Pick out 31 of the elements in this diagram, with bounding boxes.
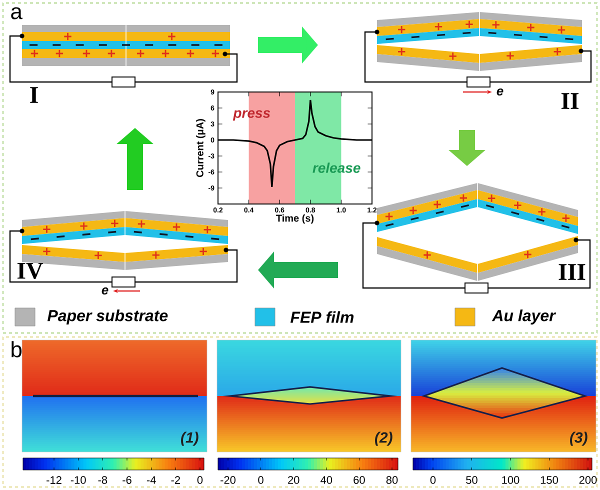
tick-label: 50 (466, 476, 478, 484)
legend-label: Au layer (492, 310, 556, 324)
stage-numeral: III (558, 264, 586, 280)
field-map: (1) (22, 340, 208, 452)
x-axis-title: Time (s) (276, 214, 314, 224)
tick-label: -4 (146, 476, 156, 484)
tick-label: -8 (98, 476, 108, 484)
electron-label: e (496, 88, 504, 96)
tick-label: 100 (502, 476, 520, 484)
tick-label: -12 (46, 476, 62, 484)
tick-label: 60 (354, 476, 365, 484)
tick-label: 200 (579, 476, 597, 484)
tick-label: 80 (386, 476, 398, 484)
field-map: (2) (216, 340, 402, 452)
stage-numeral: I (30, 87, 38, 103)
tick-label: 0 (197, 476, 203, 484)
tick-label: 0 (258, 476, 264, 484)
field-map: (3) (410, 340, 596, 452)
legend-label: FEP film (290, 311, 354, 323)
tick-label: -6 (122, 476, 132, 484)
legend-label: Paper substrate (48, 310, 168, 324)
tick-label: -10 (70, 476, 86, 484)
stage-numeral: II (561, 93, 579, 109)
y-axis-title: Current (μA) (196, 119, 206, 178)
tick-label: -20 (220, 476, 236, 484)
tick-label: -2 (171, 476, 180, 484)
tick-label: 20 (288, 476, 300, 484)
tick-label: 0 (430, 476, 436, 484)
stage-numeral: IV (18, 262, 44, 280)
tick-label: 150 (540, 476, 558, 484)
tick-label: 40 (320, 476, 332, 484)
